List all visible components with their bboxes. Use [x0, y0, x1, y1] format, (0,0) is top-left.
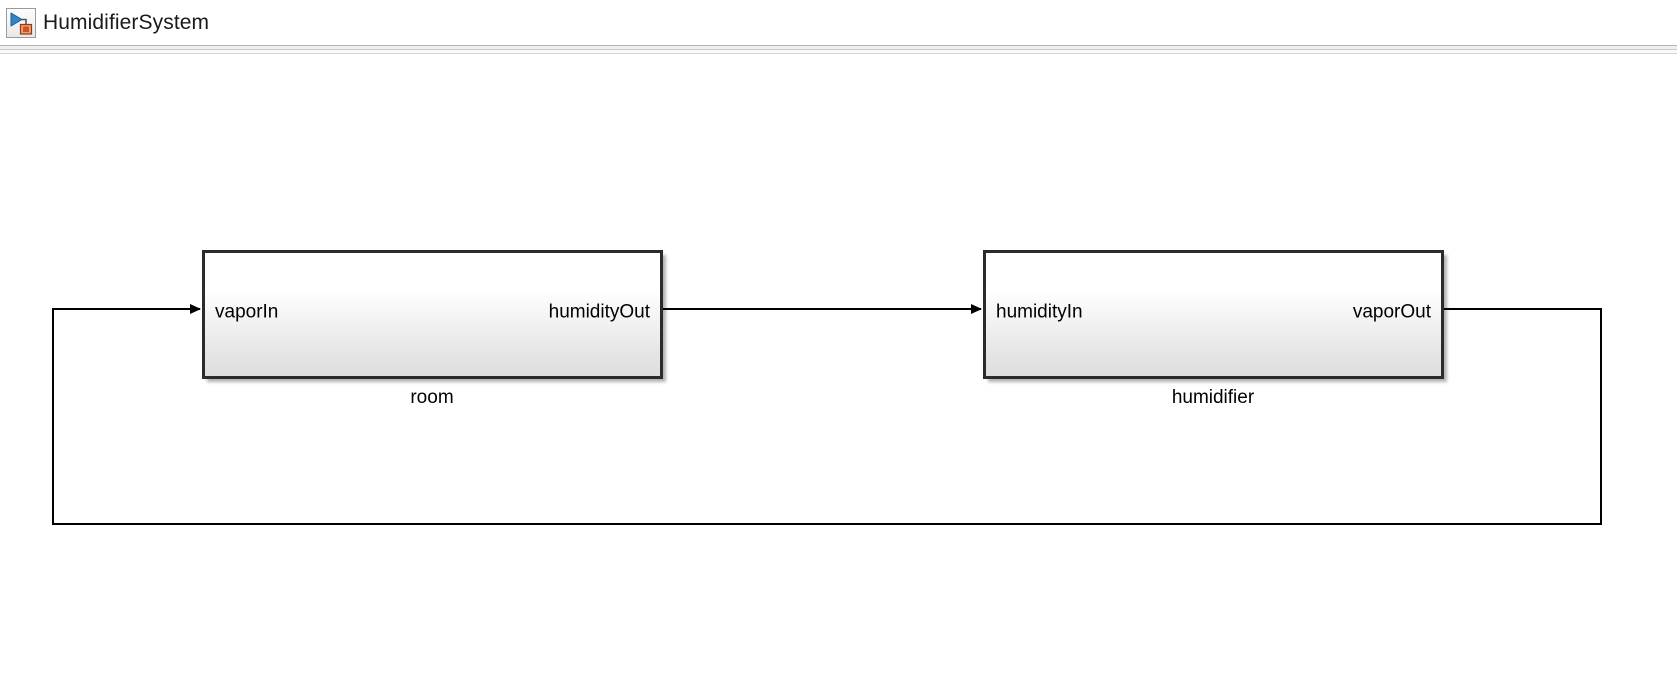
signal-lines-layer: [52, 304, 1602, 525]
port-label-vaporIn: vaporIn: [215, 301, 279, 323]
model-title: HumidifierSystem: [43, 10, 210, 34]
model-icon-glyph: [10, 12, 33, 35]
simulink-model-icon: [6, 7, 36, 38]
window-titlebar: HumidifierSystem: [0, 0, 1677, 45]
block-name-humidifier: humidifier: [1171, 387, 1255, 408]
signal-line-humidifier-to-room-feedback[interactable]: [52, 304, 1602, 525]
port-label-humidityIn: humidityIn: [996, 301, 1083, 323]
model-canvas[interactable]: vaporIn humidityOut room humidityIn vapo…: [0, 54, 1677, 693]
port-label-humidityOut: humidityOut: [548, 301, 650, 323]
block-humidifier[interactable]: humidityIn vaporOut: [983, 250, 1444, 379]
block-room[interactable]: vaporIn humidityOut: [202, 250, 663, 379]
port-label-vaporOut: vaporOut: [1352, 301, 1431, 323]
titlebar-separator: [0, 45, 1677, 54]
block-name-room: room: [410, 387, 454, 408]
